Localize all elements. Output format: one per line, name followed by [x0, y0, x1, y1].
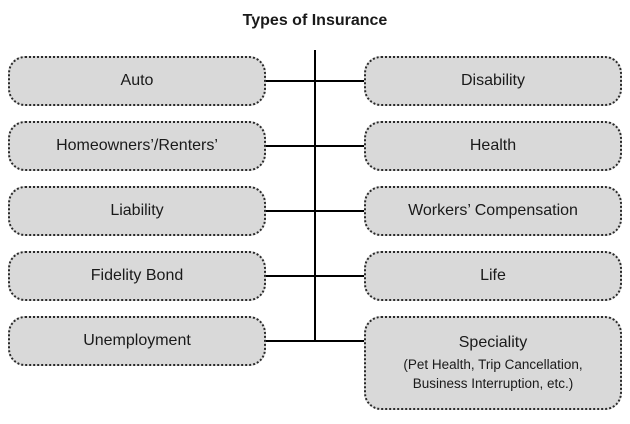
box-label: Liability [110, 202, 164, 219]
insurance-box-liability: Liability [8, 186, 266, 236]
insurance-box-life: Life [364, 251, 622, 301]
insurance-box-fidelity-bond: Fidelity Bond [8, 251, 266, 301]
diagram-title: Types of Insurance [242, 12, 388, 29]
box-label: Homeowners’/Renters’ [56, 137, 218, 154]
box-label: Disability [460, 72, 525, 89]
speciality-detail-line: (Pet Health, Trip Cancellation, [403, 356, 583, 372]
box-label: Life [480, 267, 506, 284]
insurance-box-workers-compensation: Workers’ Compensation [364, 186, 622, 236]
box-label: Auto [120, 72, 154, 89]
insurance-box-homeowners-renters: Homeowners’/Renters’ [8, 121, 266, 171]
insurance-box-disability: Disability [364, 56, 622, 106]
insurance-box-unemployment: Unemployment [8, 316, 266, 366]
insurance-box-auto: Auto [8, 56, 266, 106]
box-label: Speciality [458, 333, 528, 351]
box-label: Workers’ Compensation [408, 202, 578, 219]
insurance-box-speciality: Speciality (Pet Health, Trip Cancellatio… [364, 316, 622, 410]
box-label: Health [469, 137, 517, 154]
speciality-details: (Pet Health, Trip Cancellation, Business… [403, 355, 582, 393]
box-label: Fidelity Bond [90, 267, 184, 284]
insurance-box-health: Health [364, 121, 622, 171]
speciality-detail-line: Business Interruption, etc.) [412, 375, 574, 391]
box-label: Unemployment [83, 332, 191, 349]
